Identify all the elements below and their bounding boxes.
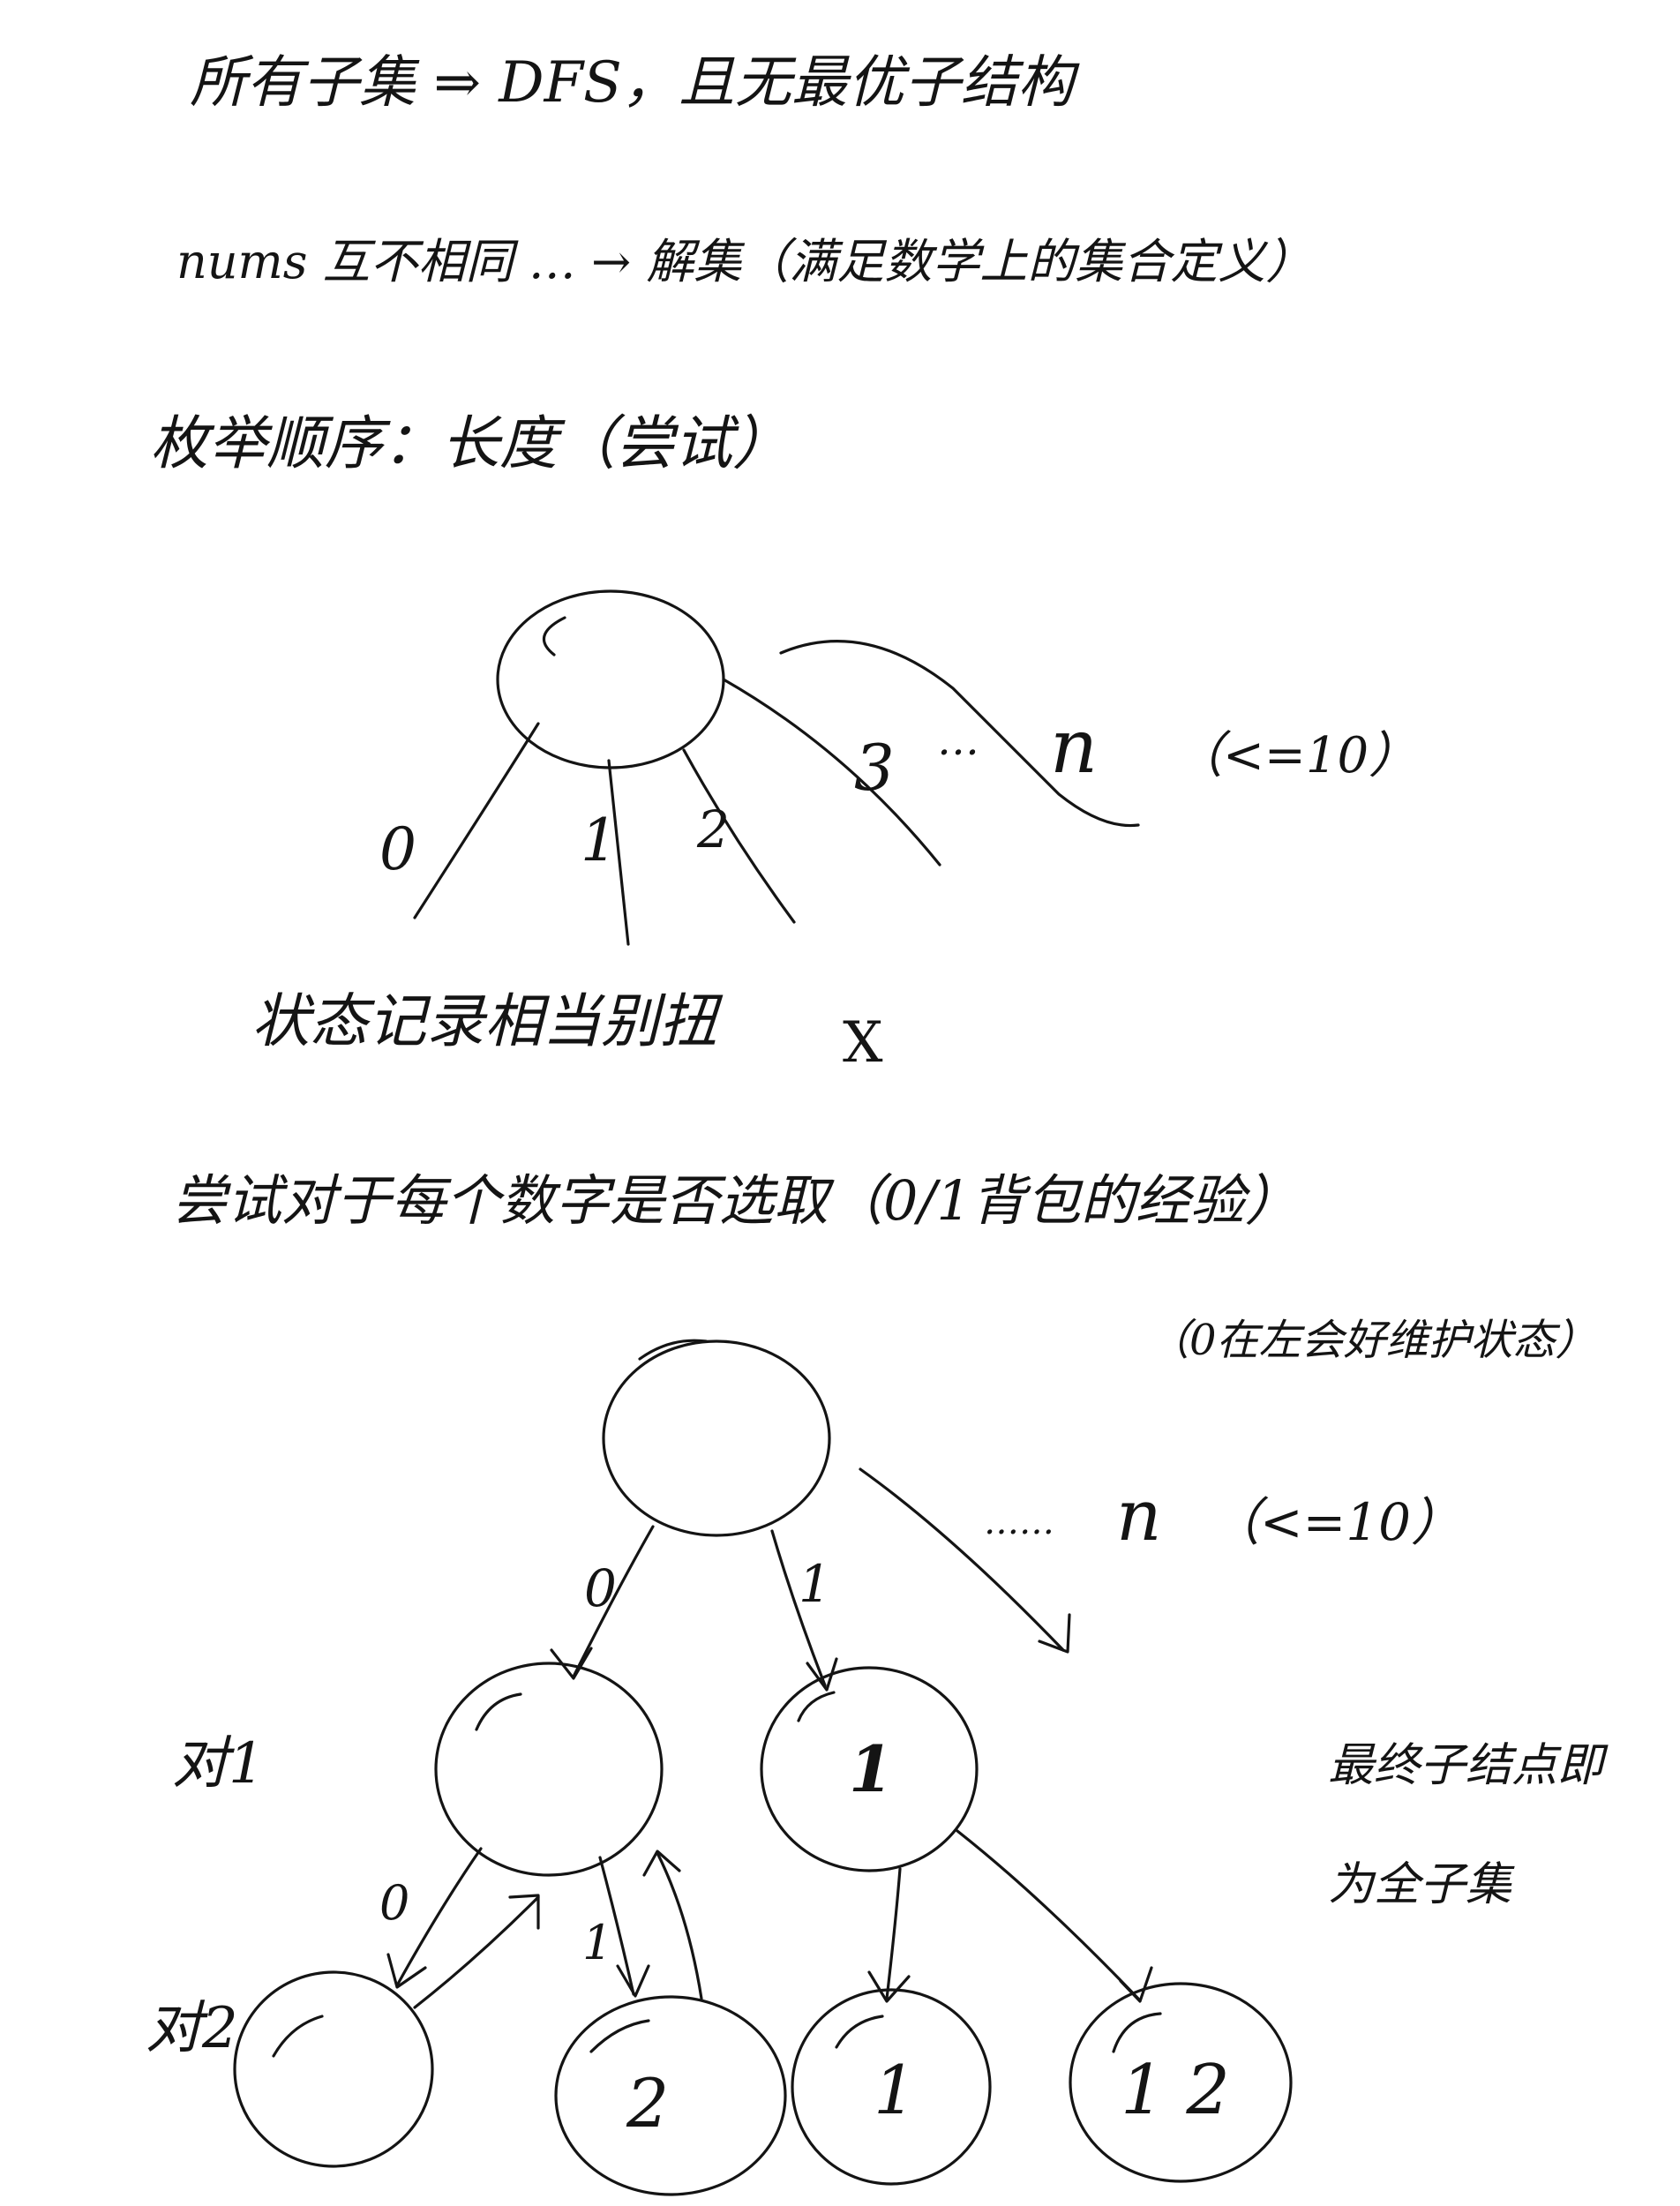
tree2-edge-left-1-arrowhead: [616, 1964, 650, 1998]
tree1-edge-label-dots: …: [937, 716, 979, 765]
tree2-edge-n: [859, 1467, 1065, 1652]
tree2-root-node: [602, 1339, 831, 1537]
level-label-1: 对1: [172, 1731, 265, 1797]
tree1-root-node: [496, 589, 725, 769]
tree2-edge-left-0: [395, 1847, 483, 1987]
note-line-zero-left: （0在左会好维护状态）: [1147, 1316, 1598, 1365]
tree1-edge-n: [779, 640, 1140, 828]
tree2-root-scribble: [638, 1339, 708, 1361]
note-line-enumeration-order: 枚举顺序：长度（尝试）: [150, 409, 791, 477]
level-label-2: 对2: [146, 1996, 238, 2061]
tree1-edge-2: [682, 748, 796, 924]
tree2-leaf-2-scribble: [589, 2019, 650, 2053]
tree2-dots: ……: [984, 1502, 1054, 1542]
tree2-leaf-2: [554, 1995, 787, 2196]
tree2-edge-0-arrowhead: [550, 1647, 593, 1680]
note-line-subsets-dfs: 所有子集 ⇒ DFS，且无最优子结构: [190, 50, 1074, 116]
note-line-choose-each-number: 尝试对于每个数字是否选取（0/1背包的经验）: [172, 1168, 1300, 1233]
tree2-node-left: [434, 1662, 664, 1877]
tree2-leaf-1-label: 1: [874, 2051, 916, 2129]
tree2-edge-n-arrowhead: [1038, 1613, 1071, 1654]
tree1-edge-label-3: 3: [854, 731, 895, 805]
tree2-edge-left-0-label: 0: [379, 1875, 409, 1931]
tree2-edge-1-arrowhead: [806, 1657, 838, 1692]
tree2-node-left-scribble: [475, 1692, 522, 1731]
tree2-edge-left-back-arrowhead: [508, 1894, 540, 1930]
tree2-leaf-12-scribble: [1112, 2012, 1162, 2053]
tree2-range-note: （<=10）: [1209, 1492, 1462, 1552]
tree2-node-right-label: 1: [849, 1731, 893, 1806]
tree1-edge-label-0: 0: [379, 815, 416, 883]
tree1-edge-label-1: 1: [581, 807, 618, 874]
tree1-edge-3: [722, 678, 941, 867]
tree2-edge-right-0-arrowhead: [867, 1970, 911, 2003]
tree2-leaf-empty: [233, 1970, 434, 2168]
tree1-range-note: （<=10）: [1174, 727, 1418, 784]
tree2-leaf-1-scribble: [835, 2015, 884, 2049]
tree2-edge-left-1-back: [656, 1851, 703, 2000]
tree2-edge-left-1-back-arrowhead: [642, 1850, 681, 1877]
tree2-edge-left-1-label: 1: [582, 1915, 612, 1970]
tree2-leaf-2-label: 2: [626, 2064, 669, 2142]
note-cross-mark: X: [843, 1010, 883, 1076]
tree1-edge-label-2: 2: [696, 799, 730, 859]
note-line-state-awkward: 状态记录相当别扭: [251, 987, 717, 1055]
note-side-all-subsets: 为全子集: [1328, 1858, 1512, 1911]
tree2-leaf-12: [1069, 1982, 1293, 2183]
tree2-leaf-empty-scribble: [272, 2015, 324, 2058]
note-side-final-node: 最终子结点即: [1328, 1739, 1604, 1792]
tree2-edge-left-0-arrowhead: [386, 1953, 427, 1989]
tree2-edge-1: [770, 1529, 827, 1687]
tree2-edge-left-back: [413, 1895, 540, 2009]
tree1-edge-0: [413, 722, 540, 919]
tree2-node-right: [760, 1666, 979, 1872]
tree2-edge-left-1: [598, 1856, 635, 1996]
tree2-edge-label-0: 0: [584, 1558, 617, 1618]
tree1-root-scribble: [542, 616, 566, 657]
tree2-edge-0: [572, 1525, 655, 1678]
tree2-edge-right-1-arrowhead: [1119, 1966, 1153, 2003]
note-line-nums-distinct: nums 互不相同 … → 解集（满足数学上的集合定义）: [176, 234, 1314, 289]
tree2-leaf-12-label: 1 2: [1121, 2051, 1230, 2130]
tree2-leaf-1: [791, 1988, 992, 2186]
tree2-edge-right-0: [885, 1867, 902, 2000]
tree1-edge-1: [607, 759, 630, 946]
tree2-node-right-scribble: [797, 1691, 836, 1722]
tree1-edge-label-n: n: [1050, 703, 1098, 790]
tree2-n-label: n: [1116, 1474, 1162, 1557]
tree2-edge-label-1: 1: [799, 1554, 831, 1614]
tree2-edge-right-1: [956, 1829, 1140, 2000]
